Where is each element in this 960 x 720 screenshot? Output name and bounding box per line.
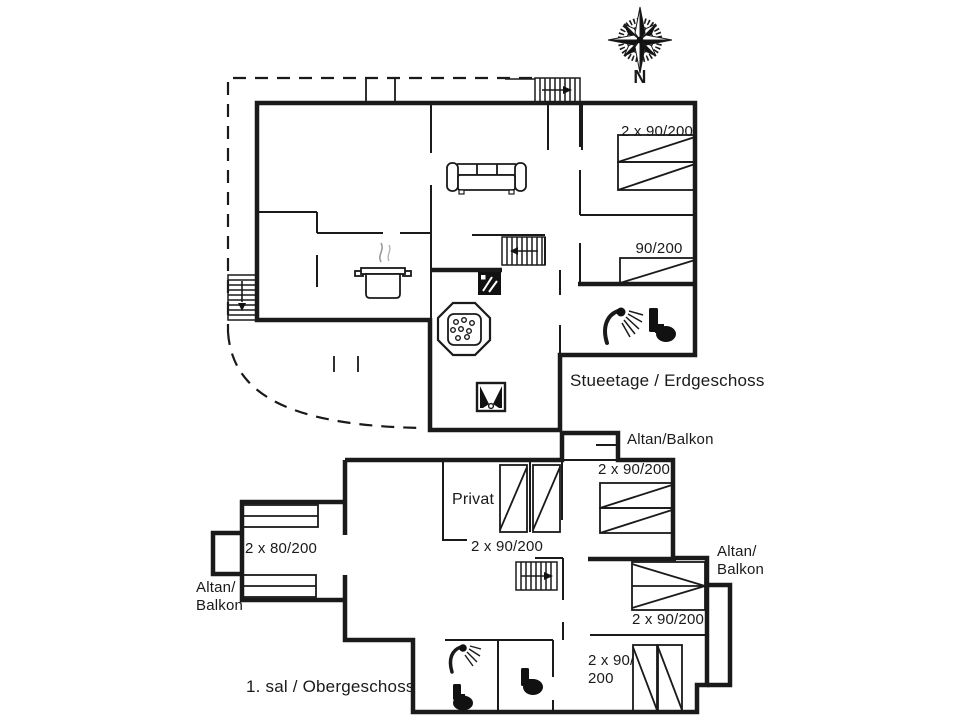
- bed-double-w-80x200: [242, 504, 319, 598]
- balcony-left: [210, 530, 242, 577]
- staircase-icon: [515, 561, 558, 591]
- bed-size-label: 90/200: [635, 240, 683, 257]
- terrace-outline: [226, 76, 532, 430]
- ground-floor-thick-partitions: [431, 267, 695, 287]
- bed-double-ne-90x200: [599, 482, 673, 534]
- bed-size-label: 2 x 90/200: [631, 611, 705, 628]
- toilet-icon: [453, 684, 473, 711]
- bed-size-label: 2 x 90/ 200: [588, 652, 635, 688]
- bed-double-90x200: [617, 134, 696, 191]
- first-floor-title: 1. sal / Obergeschoss: [246, 677, 415, 696]
- first-floor-walls: [342, 430, 710, 715]
- wood-stove-icon: [478, 272, 501, 295]
- terrace-stairs-icon: [227, 274, 258, 321]
- bed-double-e-90x200: [631, 561, 706, 611]
- terrace-posts: [333, 356, 359, 372]
- toilet-icon: [649, 308, 676, 342]
- first-floor-plan: [210, 430, 733, 715]
- ground-floor-partitions: [257, 103, 695, 355]
- balcony-label: Altan/Balkon: [627, 431, 714, 448]
- compass-rose-icon: [607, 6, 673, 74]
- bed-size-label: 2 x 90/200: [470, 538, 544, 555]
- entrance-stairs-icon: [505, 77, 581, 104]
- bed-double-se-90x200: [632, 644, 683, 713]
- staircase-icon: [501, 236, 546, 266]
- bed-size-label: 2 x 80/200: [244, 540, 318, 557]
- fireplace-icon: [475, 381, 507, 413]
- bed-single-90x200: [619, 257, 696, 284]
- sofa-icon: [446, 162, 527, 195]
- toilet-icon: [521, 668, 543, 695]
- whirlpool-icon: [436, 301, 492, 357]
- bed-size-label: 2 x 90/200: [597, 461, 671, 478]
- bed-double-mid-90x200: [499, 464, 561, 533]
- first-floor-partitions: [442, 444, 705, 712]
- bed-size-label: 2 x 90/200: [620, 123, 694, 140]
- privat-room-label: Privat: [452, 491, 495, 508]
- balcony-label: Altan/ Balkon: [196, 579, 244, 615]
- shower-icon: [603, 307, 644, 345]
- cooking-pot-icon: [354, 242, 412, 299]
- west-wing-walls: [239, 499, 345, 603]
- compass-north-label: N: [633, 67, 647, 87]
- shower-icon: [448, 644, 482, 674]
- terrace-step: [365, 78, 396, 103]
- balcony-label: Altan/ Balkon: [717, 543, 765, 579]
- balcony-right: [707, 582, 733, 688]
- ground-floor-plan: [226, 76, 698, 433]
- ground-floor-title: Stueetage / Erdgeschoss: [570, 371, 765, 390]
